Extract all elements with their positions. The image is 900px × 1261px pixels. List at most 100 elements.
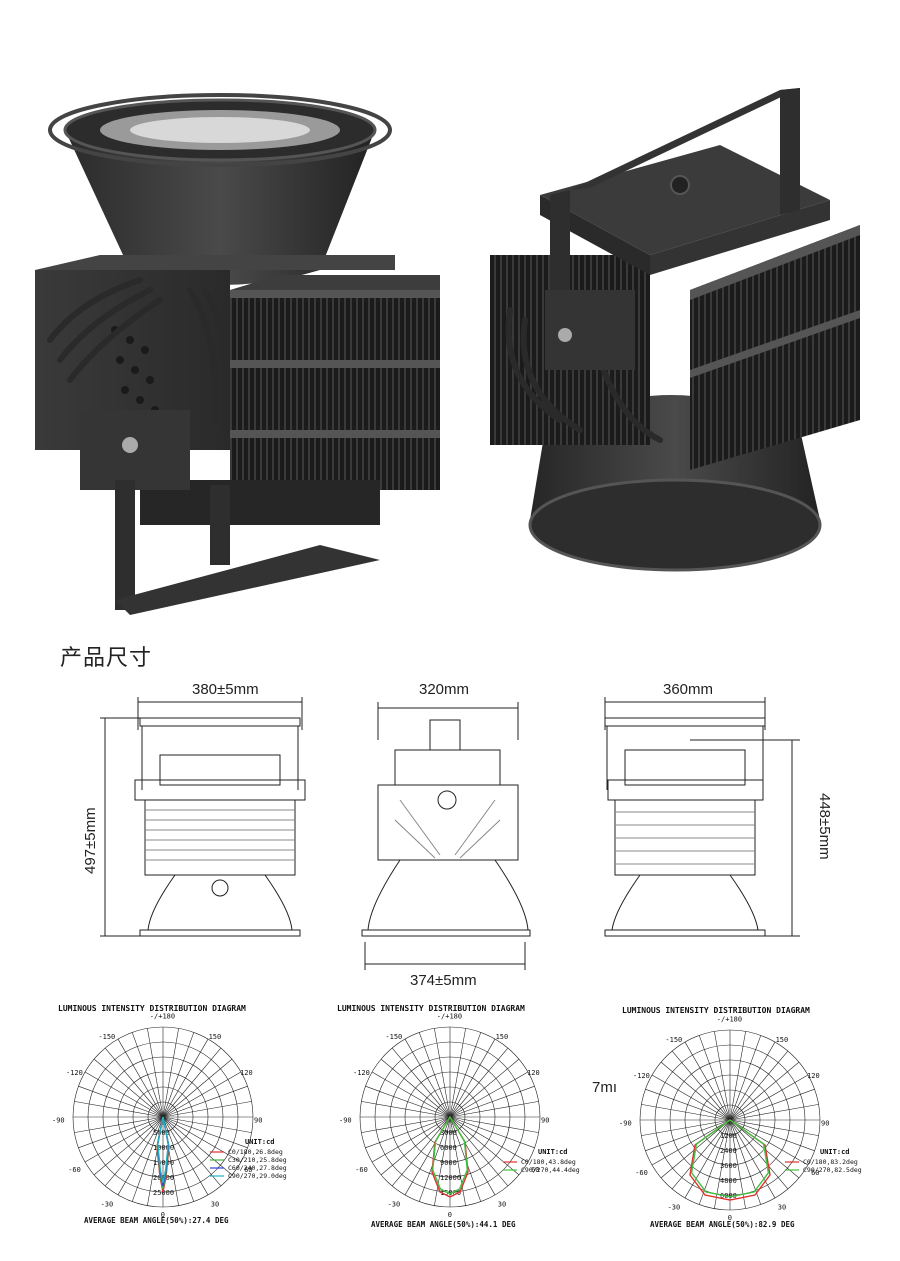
polar-spoke	[729, 1061, 800, 1121]
polar-title: LUMINOUS INTENSITY DISTRIBUTION DIAGRAM	[58, 1004, 246, 1013]
polar-spoke	[729, 1031, 746, 1121]
top-height-label: 448±5mm	[816, 793, 833, 860]
polar-spoke	[162, 1101, 252, 1118]
polar-spoke	[162, 1116, 242, 1163]
legend-label: C0/180,26.8deg	[228, 1148, 283, 1156]
polar-diagram-3: LUMINOUS INTENSITY DISTRIBUTION DIAGRAM …	[620, 1000, 890, 1240]
polar-spoke	[391, 1047, 451, 1118]
polar-spoke	[651, 1119, 731, 1166]
polar-spoke	[380, 1116, 451, 1176]
unit-label: UNIT:cd	[245, 1138, 275, 1146]
angle-label: 150	[496, 1033, 509, 1041]
polar-spoke	[729, 1104, 819, 1121]
polar-spoke	[449, 1116, 535, 1149]
polar-spoke	[698, 1035, 731, 1121]
polar-spoke	[84, 1071, 164, 1118]
angle-label: 90	[541, 1117, 549, 1125]
angle-label: -150	[385, 1033, 402, 1041]
polar-spoke	[74, 1116, 164, 1133]
angle-label: -60	[68, 1166, 81, 1174]
polar-spoke	[361, 1101, 451, 1118]
distribution-curve	[689, 1119, 771, 1201]
polar-spoke	[671, 1119, 731, 1190]
polar-spoke	[162, 1028, 179, 1118]
radial-label: 1200	[720, 1132, 737, 1140]
angle-label: 90	[254, 1117, 262, 1125]
product-photo-rear	[470, 0, 890, 630]
radial-label: 3000	[440, 1129, 457, 1137]
polar-spoke	[93, 1116, 164, 1176]
polar-spoke	[714, 1031, 731, 1121]
angle-label: -150	[98, 1033, 115, 1041]
side-bottom-label: 374±5mm	[410, 972, 477, 989]
polar-spoke	[729, 1050, 789, 1121]
unit-label: UNIT:cd	[538, 1148, 568, 1156]
polar-spoke	[434, 1028, 451, 1118]
side-width-label: 320mm	[419, 681, 470, 698]
polar-spoke	[449, 1116, 509, 1187]
unit-label: UNIT:cd	[820, 1148, 850, 1156]
angle-label: -60	[355, 1166, 368, 1174]
front-width-label: 380±5mm	[192, 681, 259, 698]
polar-spoke	[162, 1116, 195, 1202]
angle-label: 30	[498, 1200, 506, 1208]
distribution-curve	[690, 1119, 770, 1198]
angle-label: -150	[665, 1036, 682, 1044]
polar-title: LUMINOUS INTENSITY DISTRIBUTION DIAGRAM	[337, 1004, 525, 1013]
polar-spoke	[162, 1038, 209, 1118]
polar-spoke	[684, 1119, 731, 1199]
section-title: 产品尺寸	[60, 646, 153, 671]
polar-spoke	[645, 1119, 731, 1152]
polar-spoke	[449, 1116, 520, 1176]
polar-spoke	[729, 1041, 776, 1121]
polar-spoke	[162, 1071, 242, 1118]
angle-label: 120	[807, 1072, 820, 1080]
angle-label: -90	[339, 1117, 352, 1125]
angle-label: -120	[353, 1069, 370, 1077]
radial-label: 12000	[440, 1174, 461, 1182]
radial-label: 15000	[153, 1159, 174, 1167]
angle-label: 0	[728, 1214, 732, 1222]
radial-label: 4800	[720, 1177, 737, 1185]
angle-label: 150	[209, 1033, 222, 1041]
polar-spoke	[449, 1071, 529, 1118]
angle-label: -120	[633, 1072, 650, 1080]
polar-spoke	[93, 1058, 164, 1118]
legend-label: C90/270,29.0deg	[228, 1172, 287, 1180]
top-width-label: 360mm	[663, 681, 714, 698]
angle-label: -30	[388, 1200, 401, 1208]
polar-spoke	[162, 1116, 252, 1133]
polar-spoke	[391, 1116, 451, 1187]
polar-spoke	[729, 1119, 809, 1166]
side-view-drawing	[361, 702, 531, 970]
polar-spoke	[671, 1050, 731, 1121]
polar-title: LUMINOUS INTENSITY DISTRIBUTION DIAGRAM	[622, 1006, 810, 1015]
polar-diagram-1: LUMINOUS INTENSITY DISTRIBUTION DIAGRAM …	[50, 1000, 310, 1240]
polar-spoke	[449, 1116, 482, 1202]
polar-spoke	[449, 1028, 466, 1118]
polar-spoke	[449, 1038, 496, 1118]
angle-label: -90	[52, 1117, 65, 1125]
polar-spoke	[418, 1032, 451, 1118]
polar-spoke	[74, 1101, 164, 1118]
polar-spoke	[449, 1116, 539, 1133]
polar-spoke	[162, 1032, 195, 1118]
angle-label: -/+180	[437, 1012, 462, 1020]
polar-spoke	[641, 1119, 731, 1136]
legend-label: C0/180,83.2deg	[803, 1158, 858, 1166]
polar-spoke	[162, 1116, 233, 1176]
angle-label: 120	[527, 1069, 540, 1077]
front-view-drawing	[100, 697, 306, 937]
polar-spoke	[645, 1088, 731, 1121]
polar-spoke	[131, 1032, 164, 1118]
polar-spoke	[78, 1085, 164, 1118]
distribution-curve	[432, 1115, 468, 1195]
polar-spoke	[84, 1116, 164, 1163]
angle-label: 30	[778, 1203, 786, 1211]
angle-label: 120	[240, 1069, 253, 1077]
angle-label: -60	[635, 1169, 648, 1177]
radial-label: 9000	[440, 1159, 457, 1167]
angle-label: 30	[211, 1200, 219, 1208]
polar-spoke	[131, 1116, 164, 1202]
polar-spoke	[162, 1116, 209, 1196]
